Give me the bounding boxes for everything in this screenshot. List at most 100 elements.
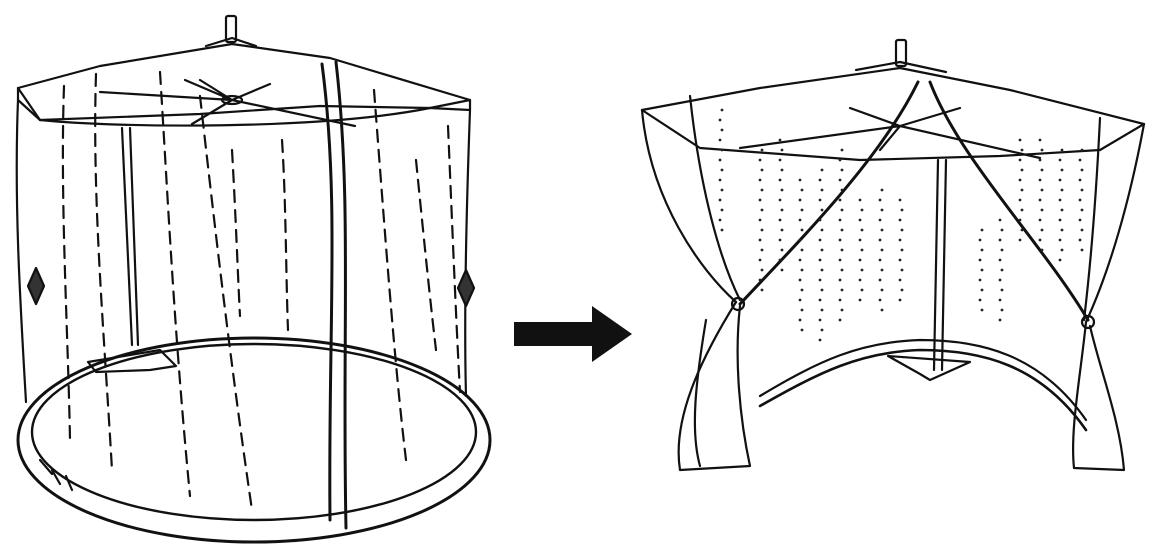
mesh-dot <box>998 298 1002 302</box>
mesh-dot <box>858 218 862 222</box>
mesh-dot <box>820 168 824 172</box>
mesh-dot <box>1060 228 1064 232</box>
mesh-dot <box>858 298 862 302</box>
mesh-dot <box>1080 208 1084 212</box>
mesh-dot <box>800 328 804 332</box>
umbrella-base-stand <box>86 348 178 374</box>
mesh-dot <box>900 288 904 292</box>
mesh-dot <box>780 208 784 212</box>
mesh-dot <box>1078 178 1082 182</box>
canopy-hub <box>220 94 244 106</box>
mesh-dot <box>998 238 1002 242</box>
mesh-dot <box>860 228 864 232</box>
pole-finial <box>894 38 908 68</box>
mesh-dot <box>760 268 764 272</box>
bottom-ring-outer <box>16 336 492 544</box>
mesh-dot <box>760 228 764 232</box>
mesh-dot <box>1000 288 1004 292</box>
mesh-dot <box>838 238 842 242</box>
mesh-dot <box>718 158 722 162</box>
mesh-dot <box>718 138 722 142</box>
mesh-dot <box>800 268 804 272</box>
back-bottom-ring-inner <box>758 338 1088 422</box>
mesh-dot <box>1058 198 1062 202</box>
mesh-dot <box>818 238 822 242</box>
mesh-dot <box>978 238 982 242</box>
right-weight-tab <box>456 268 476 308</box>
mesh-dot <box>798 238 802 242</box>
mesh-dot <box>718 178 722 182</box>
mesh-dot <box>1038 238 1042 242</box>
mesh-dot <box>1040 168 1044 172</box>
mesh-dot <box>798 318 802 322</box>
mesh-dot <box>1000 268 1004 272</box>
mesh-dot <box>800 208 804 212</box>
mesh-dot <box>1000 228 1004 232</box>
right-arrow-icon <box>514 306 632 362</box>
mesh-dot <box>840 168 844 172</box>
mesh-dot <box>760 208 764 212</box>
back-bottom-ring <box>758 348 1088 432</box>
mesh-dot <box>978 298 982 302</box>
mesh-dot <box>840 308 844 312</box>
mesh-dot <box>1078 198 1082 202</box>
mesh-dot <box>860 248 864 252</box>
net-mesh-lines <box>61 70 462 512</box>
mesh-dot <box>900 228 904 232</box>
mesh-dot <box>878 298 882 302</box>
mesh-dot <box>1038 138 1042 142</box>
mesh-dot <box>858 278 862 282</box>
mesh-dot <box>798 198 802 202</box>
mesh-line <box>158 70 192 498</box>
mesh-dot <box>880 308 884 312</box>
mesh-dot <box>798 298 802 302</box>
mesh-dot <box>818 298 822 302</box>
mesh-dot <box>720 108 724 112</box>
mesh-dot <box>720 188 724 192</box>
mesh-dot <box>1078 238 1082 242</box>
mesh-line <box>280 138 290 332</box>
mesh-dot <box>760 288 764 292</box>
ring-seam-marks <box>38 458 74 492</box>
mesh-dot <box>1040 148 1044 152</box>
mesh-dot <box>1058 178 1062 182</box>
mesh-dot <box>880 188 884 192</box>
mesh-dot <box>898 258 902 262</box>
mesh-dot <box>820 228 824 232</box>
mesh-dot <box>720 128 724 132</box>
mesh-dot <box>820 288 824 292</box>
mesh-dot <box>1080 148 1084 152</box>
mesh-dot <box>1080 228 1084 232</box>
mesh-line <box>446 124 462 394</box>
mesh-dot <box>880 228 884 232</box>
left-curtain-outer <box>640 108 738 304</box>
mesh-dot <box>778 238 782 242</box>
mesh-dot <box>978 258 982 262</box>
mesh-dot <box>1038 218 1042 222</box>
mesh-dot <box>1080 168 1084 172</box>
patio-umbrella-icon <box>16 14 472 347</box>
mesh-dot <box>1018 238 1022 242</box>
mesh-dot <box>1078 158 1082 162</box>
canopy-ribs <box>98 78 357 128</box>
mesh-dot <box>778 218 782 222</box>
patio-umbrella-icon <box>640 38 1146 382</box>
umbrella-pole-left <box>120 126 134 347</box>
mesh-dot <box>780 168 784 172</box>
mesh-dot <box>978 278 982 282</box>
mesh-dot <box>818 258 822 262</box>
mesh-dot <box>860 208 864 212</box>
mesh-dot <box>1020 188 1024 192</box>
mesh-dot <box>878 238 882 242</box>
left-curtain-tie <box>730 296 746 312</box>
mesh-dot <box>758 178 762 182</box>
mesh-dot <box>1040 208 1044 212</box>
front-drape-left <box>738 80 920 306</box>
mesh-dot <box>980 248 984 252</box>
umbrella-pole-left-2 <box>128 126 140 347</box>
mesh-dot <box>1040 188 1044 192</box>
mesh-dot <box>838 258 842 262</box>
mesh-dot <box>1060 168 1064 172</box>
mesh-dot <box>758 158 762 162</box>
